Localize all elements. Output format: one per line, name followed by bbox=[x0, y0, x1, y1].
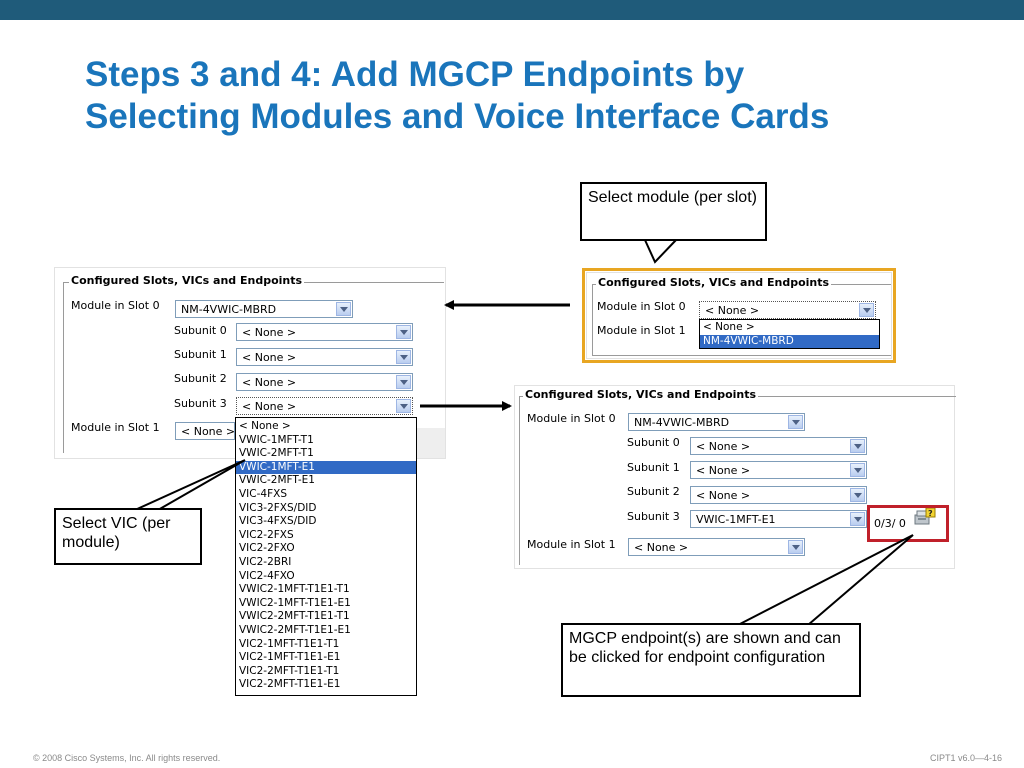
subunit2-label: Subunit 2 bbox=[174, 372, 227, 385]
callout-tail-vic bbox=[134, 459, 246, 511]
dropdown-option[interactable]: VIC2-2FXO bbox=[239, 542, 295, 555]
dropdown-option[interactable]: VIC-4FXS bbox=[239, 487, 287, 500]
module-select-highlight bbox=[582, 268, 896, 363]
dropdown-option[interactable]: VWIC-2MFT-T1 bbox=[239, 447, 314, 460]
subunit3-label: Subunit 3 bbox=[627, 510, 680, 523]
subunit2-select[interactable]: < None > bbox=[236, 373, 413, 391]
bottom-right-config-panel: Configured Slots, VICs and Endpoints Mod… bbox=[515, 386, 956, 568]
title-line-2: Selecting Modules and Voice Interface Ca… bbox=[85, 97, 830, 136]
chevron-down-icon[interactable] bbox=[396, 350, 411, 364]
subunit1-select[interactable]: < None > bbox=[690, 461, 867, 479]
module-slot0-label: Module in Slot 0 bbox=[527, 412, 616, 425]
subunit0-select[interactable]: < None > bbox=[690, 437, 867, 455]
dropdown-option[interactable]: VWIC-1MFT-E1 bbox=[236, 460, 416, 475]
subunit2-label: Subunit 2 bbox=[627, 485, 680, 498]
dropdown-option[interactable]: NM-4VWIC-MBRD bbox=[700, 334, 879, 349]
dropdown-option[interactable]: VIC2-4FXO bbox=[239, 569, 295, 582]
callout-select-module: Select module (per slot) bbox=[580, 182, 767, 241]
fieldset-legend: Configured Slots, VICs and Endpoints bbox=[69, 274, 305, 287]
footer-course: CIPT1 v6.0—4-16 bbox=[929, 753, 1002, 763]
dropdown-option[interactable]: VIC3-2FXS/DID bbox=[239, 501, 317, 514]
chevron-down-icon[interactable] bbox=[396, 375, 411, 389]
module-slot1-label: Module in Slot 1 bbox=[597, 324, 686, 337]
endpoint-gateway-icon[interactable]: ? bbox=[913, 507, 937, 529]
callout-select-vic: Select VIC (per module) bbox=[54, 508, 202, 565]
top-right-config-panel: Configured Slots, VICs and Endpoints Mod… bbox=[587, 273, 891, 358]
subunit1-label: Subunit 1 bbox=[174, 348, 227, 361]
chevron-down-icon[interactable] bbox=[850, 488, 865, 502]
module-slot0-label: Module in Slot 0 bbox=[71, 299, 160, 312]
module-slot0-select[interactable]: NM-4VWIC-MBRD bbox=[628, 413, 805, 431]
fieldset-legend: Configured Slots, VICs and Endpoints bbox=[596, 276, 832, 289]
footer-copyright: © 2008 Cisco Systems, Inc. All rights re… bbox=[33, 753, 221, 763]
dropdown-option[interactable]: VWIC2-1MFT-T1E1-T1 bbox=[239, 583, 350, 596]
module-slot1-label: Module in Slot 1 bbox=[527, 538, 616, 551]
subunit2-select[interactable]: < None > bbox=[690, 486, 867, 504]
subunit0-label: Subunit 0 bbox=[627, 436, 680, 449]
dropdown-option[interactable]: VIC2-2MFT-T1E1-T1 bbox=[239, 664, 340, 677]
dropdown-option[interactable]: VIC2-2MFT-T1E1-E1 bbox=[239, 678, 341, 691]
dropdown-option[interactable]: < None > bbox=[703, 321, 755, 333]
top-bar bbox=[0, 0, 1024, 20]
dropdown-option[interactable]: VWIC2-1MFT-T1E1-E1 bbox=[239, 596, 351, 609]
chevron-down-icon[interactable] bbox=[850, 439, 865, 453]
chevron-down-icon[interactable] bbox=[788, 540, 803, 554]
module-slot0-label: Module in Slot 0 bbox=[597, 300, 686, 313]
callout-tail-mgcp bbox=[737, 534, 914, 626]
module-slot0-select[interactable]: NM-4VWIC-MBRD bbox=[175, 300, 353, 318]
svg-text:?: ? bbox=[928, 509, 933, 518]
callout-tail-module bbox=[644, 239, 677, 264]
chevron-down-icon[interactable] bbox=[859, 303, 874, 317]
slide-title: Steps 3 and 4: Add MGCP Endpoints by Sel… bbox=[85, 54, 985, 138]
module-slot1-label: Module in Slot 1 bbox=[71, 421, 160, 434]
endpoint-link[interactable]: 0/3/ 0 bbox=[874, 517, 906, 530]
subunit0-label: Subunit 0 bbox=[174, 324, 227, 337]
dropdown-option[interactable]: VIC2-1MFT-T1E1-E1 bbox=[239, 651, 341, 664]
dropdown-option[interactable]: VWIC2-2MFT-T1E1-E1 bbox=[239, 623, 351, 636]
callout-mgcp-endpoints: MGCP endpoint(s) are shown and can be cl… bbox=[561, 623, 861, 697]
title-line-1: Steps 3 and 4: Add MGCP Endpoints by bbox=[85, 55, 745, 94]
module-slot1-select[interactable]: < None > bbox=[628, 538, 805, 556]
subunit3-label: Subunit 3 bbox=[174, 397, 227, 410]
chevron-down-icon[interactable] bbox=[850, 463, 865, 477]
dropdown-option[interactable]: VWIC-2MFT-E1 bbox=[239, 474, 315, 487]
dropdown-option[interactable]: VIC2-1MFT-T1E1-T1 bbox=[239, 637, 340, 650]
subunit1-select[interactable]: < None > bbox=[236, 348, 413, 366]
chevron-down-icon[interactable] bbox=[396, 325, 411, 339]
left-config-panel: Configured Slots, VICs and Endpoints Mod… bbox=[55, 268, 445, 458]
dropdown-option[interactable]: < None > bbox=[239, 420, 291, 432]
subunit3-select[interactable]: VWIC-1MFT-E1 bbox=[690, 510, 867, 528]
subunit3-select[interactable]: < None > bbox=[236, 397, 413, 415]
chevron-down-icon[interactable] bbox=[336, 302, 351, 316]
chevron-down-icon[interactable] bbox=[788, 415, 803, 429]
dropdown-option[interactable]: VWIC-1MFT-T1 bbox=[239, 433, 314, 446]
module-slot1-select[interactable]: < None > bbox=[175, 422, 235, 440]
dropdown-option[interactable]: VIC2-2BRI bbox=[239, 555, 292, 568]
module-slot0-select[interactable]: < None > bbox=[699, 301, 876, 319]
chevron-down-icon[interactable] bbox=[850, 512, 865, 526]
fieldset-legend: Configured Slots, VICs and Endpoints bbox=[523, 388, 759, 401]
dropdown-option[interactable]: VIC3-4FXS/DID bbox=[239, 515, 317, 528]
module-dropdown-list[interactable]: < None >NM-4VWIC-MBRD bbox=[699, 319, 880, 349]
chevron-down-icon[interactable] bbox=[396, 399, 411, 413]
subunit0-select[interactable]: < None > bbox=[236, 323, 413, 341]
subunit1-label: Subunit 1 bbox=[627, 461, 680, 474]
dropdown-option[interactable]: VIC2-2FXS bbox=[239, 528, 294, 541]
dropdown-option[interactable]: VWIC2-2MFT-T1E1-T1 bbox=[239, 610, 350, 623]
